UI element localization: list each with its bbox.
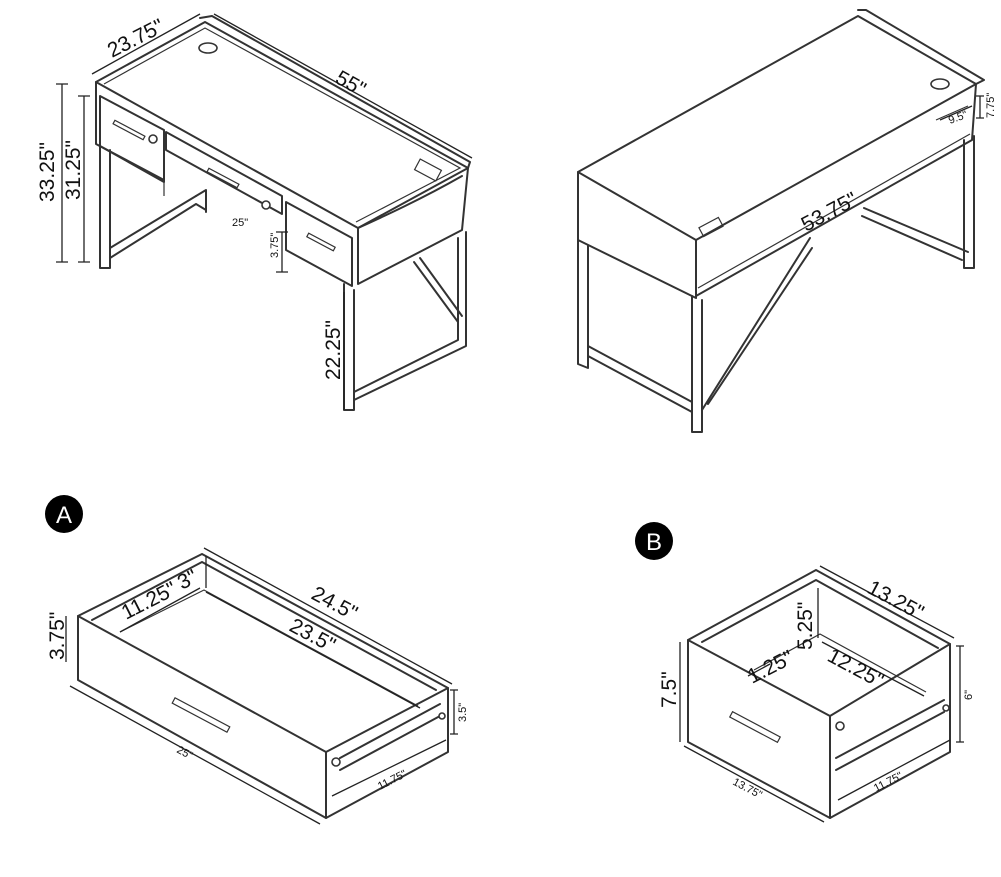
drawer-a-front-width: 25" (175, 744, 195, 762)
drawer-a-front (77, 615, 327, 819)
desktop-back-surface (577, 15, 977, 241)
drawer-a-outer-length: 24.5" (308, 582, 361, 625)
middle-drawer (165, 131, 283, 215)
drawer-a-diagram: A 3.75" 11.25" 3" 24.5" 23.5" 3.5" 25" 1… (45, 495, 469, 825)
desk-back-view: 53.75" 9.5" 7.75" (577, 9, 997, 433)
dim-depth: 23.75" (104, 15, 168, 63)
drawer-a-height: 3.75" (46, 612, 69, 660)
badge-b-label: B (646, 529, 662, 556)
drawer-b-side-height: 6" (963, 690, 975, 700)
grommet-icon (930, 78, 950, 90)
drawer-b-handle (728, 710, 782, 744)
badge-a (45, 495, 83, 533)
desk-front-view: 23.75" 55" 33.25" 31.25" 25" 3.75" 22.25… (36, 13, 473, 411)
power-outlet-icon (698, 216, 724, 238)
dim-leg-height: 22.25" (322, 320, 345, 380)
drawer-b-inner-offset: 1.25" (744, 646, 798, 688)
dim-inner-width: 53.75" (798, 188, 862, 236)
dim-shelf-height: 7.75" (985, 93, 997, 118)
dim-height-total: 33.25" (36, 142, 59, 202)
grommet-icon (198, 42, 218, 54)
dim-drawer-width: 25" (232, 217, 248, 229)
dim-shelf-depth: 9.5" (947, 109, 969, 127)
drawer-b-outer-width: 13.25" (864, 576, 928, 624)
dim-drawer-height: 3.75" (269, 233, 281, 258)
drawer-b-inner-height: 5.25" (794, 602, 817, 650)
drawer-a-inner-length: 23.5" (286, 614, 339, 657)
dim-height-top: 31.25" (62, 140, 85, 200)
left-drawer-handle (112, 119, 146, 141)
right-drawer (285, 201, 353, 287)
power-outlet-icon (413, 158, 443, 182)
badge-a-label: A (56, 502, 72, 529)
drawer-a-handle (171, 696, 231, 734)
middle-drawer-handle (206, 167, 240, 189)
drawer-a-side-height: 3.5" (457, 703, 469, 722)
right-drawer-handle (306, 232, 336, 252)
badge-b (635, 522, 673, 560)
drawer-b-inner-width: 12.25" (824, 644, 888, 692)
drawer-b-height: 7.5" (658, 671, 681, 708)
drawer-b-diagram: B 13.25" 5.25" 1.25" 12.25" 7.5" 6" 13.7… (635, 522, 975, 823)
